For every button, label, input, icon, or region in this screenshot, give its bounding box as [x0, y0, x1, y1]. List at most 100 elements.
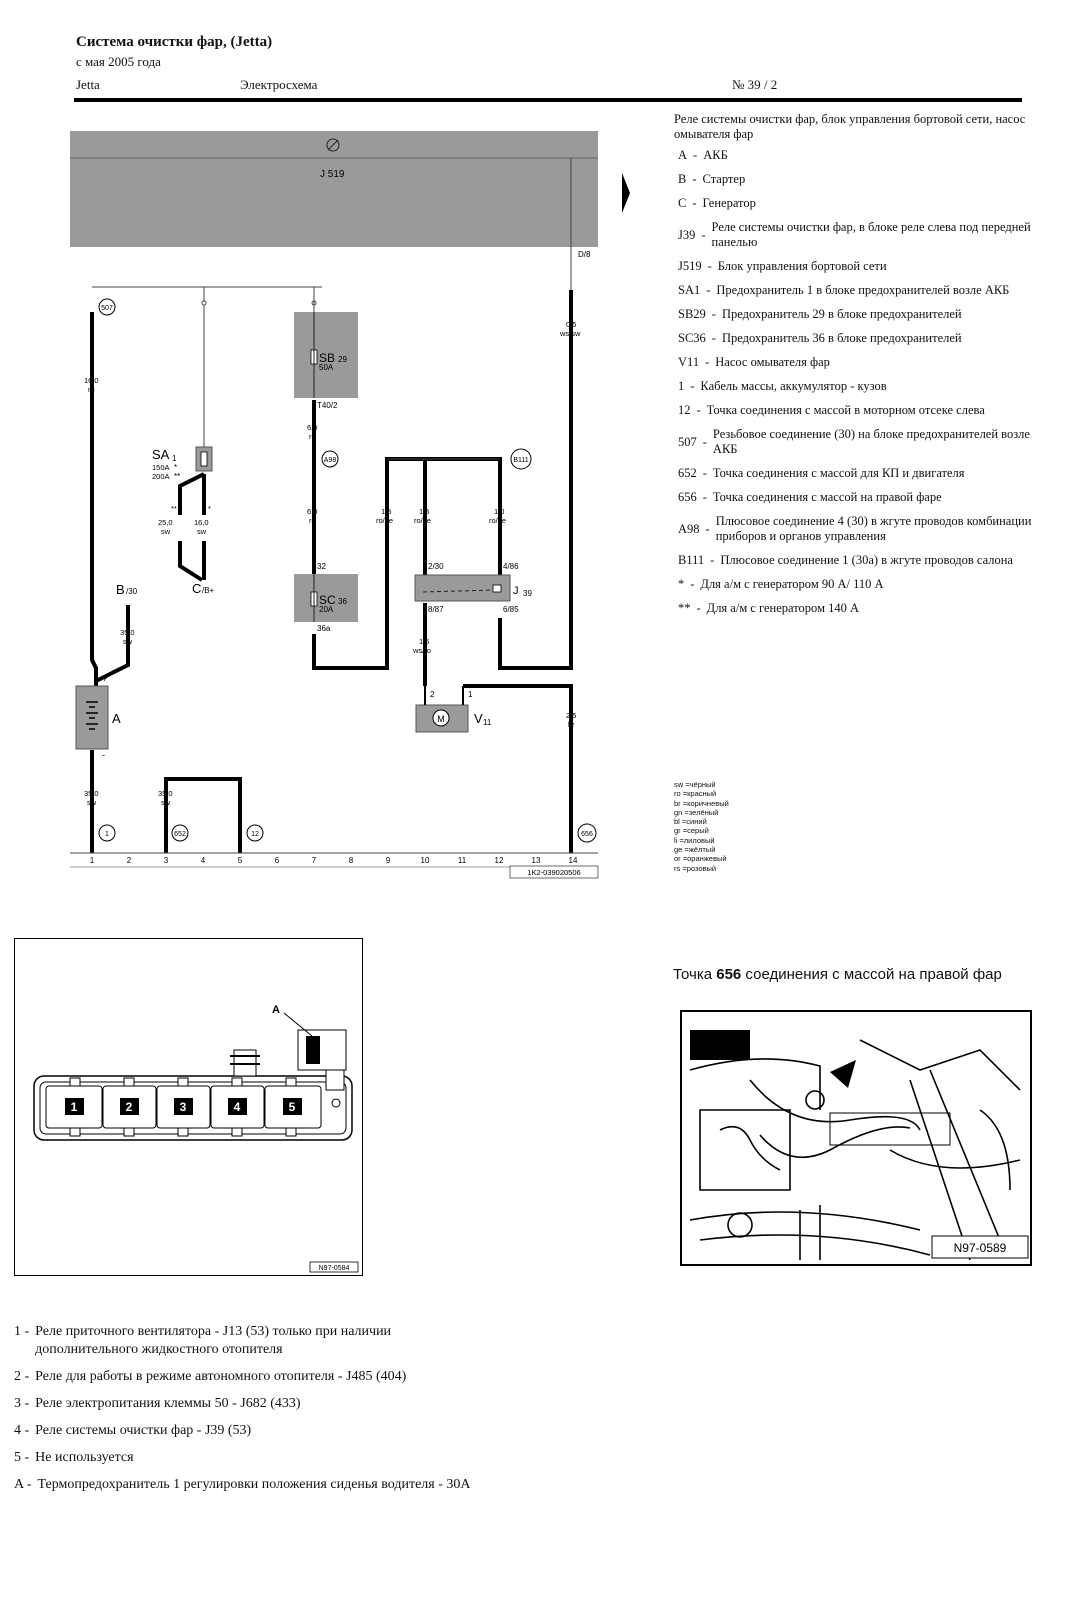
fuse-sc36	[294, 574, 358, 622]
svg-text:14: 14	[569, 856, 578, 865]
legend-text: Насос омывателя фар	[715, 355, 830, 369]
svg-text:1: 1	[71, 1100, 78, 1114]
svg-text:2: 2	[127, 856, 132, 865]
svg-text:2: 2	[430, 690, 435, 699]
list-item-text: Реле системы очистки фар - J39 (53)	[35, 1423, 252, 1438]
page-title: Система очистки фар, (Jetta)	[76, 34, 273, 50]
legend-item: SB29-Предохранитель 29 в блоке предохран…	[674, 307, 1054, 322]
svg-text:ro: ro	[309, 516, 316, 525]
node-656	[577, 823, 597, 843]
legend-item: SC36-Предохранитель 36 в блоке предохран…	[674, 331, 1054, 346]
legend-text: Точка соединения с массой на правой фаре	[712, 490, 942, 504]
svg-text:1: 1	[172, 454, 177, 463]
svg-text:1: 1	[468, 690, 473, 699]
legend-item: B111-Плюсовое соединение 1 (30а) в жгуте…	[674, 553, 1054, 568]
svg-text:4: 4	[201, 856, 206, 865]
photo-code: N97-0589	[954, 1241, 1007, 1255]
list-item-number: 4 -	[14, 1423, 30, 1438]
svg-text:2: 2	[126, 1100, 133, 1114]
svg-text:ro: ro	[309, 432, 316, 441]
svg-text:25,0: 25,0	[158, 518, 173, 527]
control-unit-j519	[70, 131, 598, 247]
relay-box-code: N97-0584	[319, 1265, 350, 1272]
svg-text:sw: sw	[161, 798, 171, 807]
doc-type-label: Электросхема	[240, 77, 318, 92]
svg-text:11: 11	[483, 718, 492, 727]
legend-code: 1	[678, 379, 685, 393]
legend-item: 652-Точка соединения с массой для КП и д…	[674, 466, 1054, 481]
svg-text:-: -	[102, 750, 105, 760]
svg-text:20A: 20A	[319, 605, 334, 614]
legend-code: J39	[678, 227, 696, 242]
svg-text:*: *	[174, 463, 177, 472]
relay-slots: 1 2 3 4 5	[45, 1077, 322, 1137]
legend-text: Для а/м с генератором 140 А	[706, 601, 860, 615]
legend-text: Точка соединения с массой в моторном отс…	[706, 403, 985, 417]
svg-text:3: 3	[180, 1100, 187, 1114]
legend-item: C-Генератор	[674, 196, 1054, 211]
svg-text:sw: sw	[161, 527, 171, 536]
svg-text:9: 9	[386, 856, 391, 865]
page-arrow-icon	[622, 173, 630, 213]
svg-text:1: 1	[105, 831, 109, 838]
legend: Реле системы очистки фар, блок управлени…	[674, 112, 1054, 625]
legend-item: J39-Реле системы очистки фар, в блоке ре…	[674, 220, 1054, 250]
svg-text:2/30: 2/30	[428, 562, 444, 571]
relay-box-label-a: A	[272, 1004, 280, 1016]
svg-text:200A: 200A	[152, 472, 170, 481]
svg-text:0,5: 0,5	[566, 320, 576, 329]
list-item-text: Реле электропитания клеммы 50 - J682 (43…	[35, 1396, 301, 1411]
legend-item: 1-Кабель массы, аккумулятор - кузов	[674, 379, 1054, 394]
legend-item: SA1-Предохранитель 1 в блоке предохранит…	[674, 283, 1054, 298]
legend-text: Резьбовое соединение (30) на блоке предо…	[712, 427, 1030, 456]
svg-text:sw: sw	[87, 798, 97, 807]
legend-item: 656-Точка соединения с массой на правой …	[674, 490, 1054, 505]
node-b111	[510, 448, 532, 470]
svg-text:36a: 36a	[317, 624, 331, 633]
ground-symbol-icon	[326, 138, 340, 152]
legend-item: 12-Точка соединения с массой в моторном …	[674, 403, 1054, 418]
svg-text:ro/ge: ro/ge	[414, 516, 431, 525]
svg-text:3: 3	[164, 856, 169, 865]
legend-item: 507-Резьбовое соединение (30) на блоке п…	[674, 427, 1054, 457]
svg-text:ro/ge: ro/ge	[376, 516, 393, 525]
svg-text:12: 12	[495, 856, 504, 865]
legend-text: Точка соединения с массой для КП и двига…	[712, 466, 965, 480]
list-item: 2 -Реле для работы в режиме автономного …	[14, 1368, 475, 1386]
svg-text:652: 652	[174, 831, 186, 838]
svg-text:br: br	[568, 720, 575, 729]
svg-text:6,0: 6,0	[307, 423, 317, 432]
legend-code: A98	[678, 521, 700, 536]
svg-text:5: 5	[238, 856, 243, 865]
list-item-number: 5 -	[14, 1450, 30, 1465]
legend-code: 652	[678, 466, 697, 480]
page-number: № 39 / 2	[732, 77, 778, 92]
svg-text:SA: SA	[152, 447, 170, 462]
svg-text:ws/sw: ws/sw	[559, 329, 581, 338]
list-item: 5 -Не используется	[14, 1449, 475, 1467]
node-507	[98, 298, 116, 316]
j519-label: J 519	[320, 169, 345, 180]
svg-text:4/86: 4/86	[503, 562, 519, 571]
svg-text:50A: 50A	[319, 363, 334, 372]
svg-text:A98: A98	[324, 457, 337, 464]
legend-item: *-Для а/м с генератором 90 А/ 110 А	[674, 577, 1054, 592]
list-item-text: Термопредохранитель 1 регулировки положе…	[37, 1477, 471, 1492]
svg-text:16,0: 16,0	[194, 518, 209, 527]
list-item: 3 -Реле электропитания клеммы 50 - J682 …	[14, 1395, 475, 1413]
svg-text:SB: SB	[319, 351, 335, 365]
legend-text: Для а/м с генератором 90 А/ 110 А	[700, 577, 884, 591]
list-item: 4 - Реле системы очистки фар - J39 (53)	[14, 1422, 475, 1440]
wiring-schematic: J 519 D/8 507 A98 B111 1 652	[70, 131, 630, 879]
svg-text:**: **	[174, 472, 180, 481]
legend-code: 12	[678, 403, 691, 417]
legend-text: АКБ	[703, 148, 728, 162]
node-1	[98, 824, 116, 842]
svg-text:**: **	[171, 504, 177, 513]
legend-text: Плюсовое соединение 4 (30) в жгуте прово…	[715, 514, 1032, 543]
svg-text:sw: sw	[123, 637, 133, 646]
pin-d8-label: D/8	[578, 250, 591, 259]
legend-code: C	[678, 196, 687, 210]
svg-text:+: +	[102, 674, 107, 684]
svg-text:35,0: 35,0	[120, 628, 135, 637]
